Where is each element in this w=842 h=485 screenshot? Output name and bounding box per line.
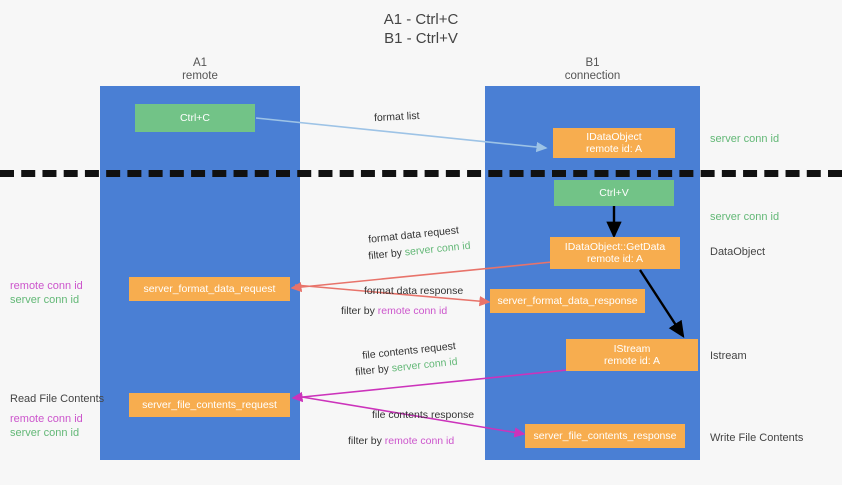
node-ctrl-c-label: Ctrl+C <box>179 111 211 124</box>
lane-b1-sub: connection <box>564 70 621 82</box>
title-line-1: A1 - Ctrl+C <box>383 11 459 28</box>
node-istream-line2: remote id: A <box>603 355 661 367</box>
annotation-right-dataobject: DataObject <box>710 246 766 258</box>
remote-conn-id-text-2: remote conn id <box>384 435 455 447</box>
annotation-right-server-conn-id-mid: server conn id <box>710 211 780 223</box>
node-getdata-line2: remote id: A <box>586 253 644 265</box>
node-idataobject-create-line1: IDataObject <box>586 130 642 143</box>
annotation-right-write-file-contents: Write File Contents <box>710 432 804 444</box>
node-ctrl-v[interactable]: Ctrl+V <box>554 180 674 206</box>
node-getdata-line1: IDataObject::GetData <box>564 240 666 253</box>
edge-label-file-contents-response-filter: filter by remote conn id <box>348 434 454 448</box>
annotation-left-remote-conn-id: remote conn id <box>10 280 83 292</box>
edge-label-file-contents-response-text: file contents response <box>372 409 475 421</box>
lane-b1-name: B1 <box>585 57 600 69</box>
edge-label-file-contents-response: file contents response <box>372 408 474 422</box>
title-line-2: B1 - Ctrl+V <box>384 30 458 47</box>
node-server-file-contents-request-label: server_file_contents_request <box>142 398 277 411</box>
filter-by-text-2: filter by <box>341 305 375 317</box>
annotation-left-server-conn-id-2: server conn id <box>10 427 80 439</box>
annotation-left-remote-conn-id-2: remote conn id <box>10 413 83 425</box>
node-server-format-data-response-label: server_format_data_response <box>497 294 638 307</box>
node-server-format-data-request[interactable]: server_format_data_request <box>129 277 290 301</box>
node-ctrl-v-label: Ctrl+V <box>599 186 629 199</box>
filter-by-text-1: filter by <box>367 246 403 263</box>
remote-conn-id-text-1: remote conn id <box>377 305 448 317</box>
node-idataobject-create-line2: remote id: A <box>585 143 643 155</box>
edge-label-format-data-response-text: format data response <box>364 285 464 297</box>
node-getdata[interactable]: IDataObject::GetData remote id: A <box>550 237 680 269</box>
node-server-file-contents-response[interactable]: server_file_contents_response <box>525 424 685 448</box>
phase-divider <box>0 170 842 177</box>
node-server-file-contents-request[interactable]: server_file_contents_request <box>129 393 290 417</box>
lane-header-b1: B1 connection <box>485 57 700 83</box>
node-istream[interactable]: IStream remote id: A <box>566 339 698 371</box>
edge-label-format-list: format list <box>374 109 420 125</box>
lane-a1-sub: remote <box>182 70 218 82</box>
annotation-right-server-conn-id-top: server conn id <box>710 133 780 145</box>
annotation-left-server-conn-id: server conn id <box>10 294 80 306</box>
diagram-title: A1 - Ctrl+C B1 - Ctrl+V <box>0 10 842 48</box>
node-ctrl-c[interactable]: Ctrl+C <box>135 104 255 132</box>
edge-label-format-list-text: format list <box>373 109 420 125</box>
server-conn-id-text-1: server conn id <box>404 239 472 259</box>
annotation-right-istream: Istream <box>710 350 747 362</box>
edge-label-format-data-response-filter: filter by remote conn id <box>341 304 447 318</box>
lane-header-a1: A1 remote <box>100 57 300 83</box>
edge-label-format-data-response: format data response <box>364 284 463 298</box>
node-idataobject-create[interactable]: IDataObject remote id: A <box>553 128 675 158</box>
filter-by-text-3: filter by <box>354 362 390 379</box>
node-server-file-contents-response-label: server_file_contents_response <box>533 429 677 442</box>
node-istream-line1: IStream <box>613 342 651 355</box>
node-server-format-data-request-label: server_format_data_request <box>143 282 276 295</box>
lane-a1-name: A1 <box>192 57 208 69</box>
annotation-left-read-file-contents: Read File Contents <box>10 393 105 405</box>
filter-by-text-4: filter by <box>348 435 382 447</box>
node-server-format-data-response[interactable]: server_format_data_response <box>490 289 645 313</box>
